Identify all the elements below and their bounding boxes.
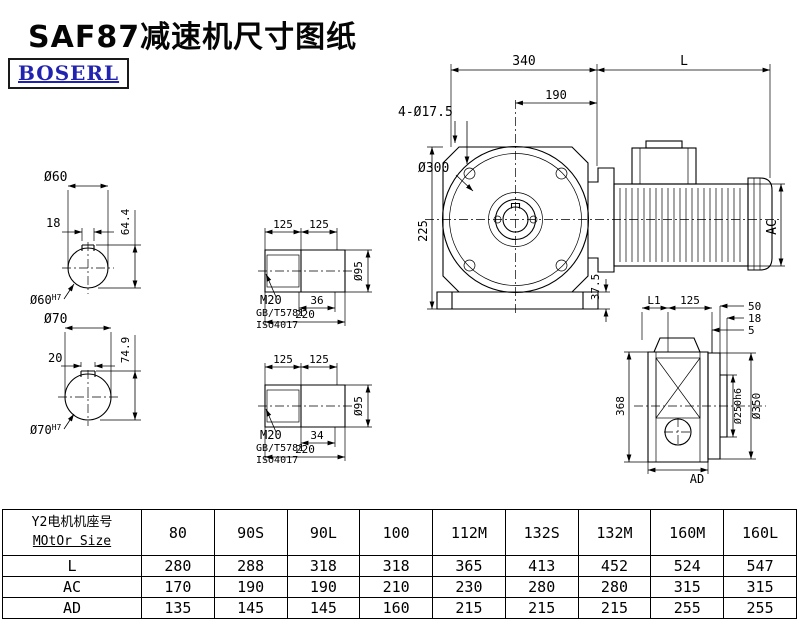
size-column-header: 160L [723,509,797,556]
dim-label-L1: L1 [647,294,660,307]
table-cell: 315 [723,576,797,598]
dim-label-220a: 220 [295,308,315,321]
bore-label-60h7: Ø60H7 [30,293,62,307]
dim-label-bolt-holes: 4-Ø17.5 [398,105,453,120]
side-view: L1 125 50 18 5 368 Ø250h6 Ø350 AD [614,294,766,486]
dim-label-50: 50 [748,300,761,313]
table-cell: 255 [723,597,797,619]
row-label: L [2,555,142,577]
table-cell: 288 [213,555,288,577]
std-label-iso-b: ISO4017 [256,455,298,466]
table-cell: 280 [504,576,579,598]
technical-drawing: Ø60 18 64.4 Ø60H7 Ø70 [30,54,785,486]
dimension-table: Y2电机机座号 MOtOr Size 80 90S 90L 100 112M 1… [2,509,797,619]
shaft-end-view-70: Ø70 20 74.9 Ø70H7 [30,312,141,437]
dim-label-125d: 125 [309,353,329,366]
dim-label-d95a: Ø95 [352,261,365,281]
dim-label-d70: Ø70 [44,312,67,327]
dim-label-d250h6: Ø250h6 [732,388,744,424]
dim-label-64-4: 64.4 [119,208,132,235]
dim-label-125b: 125 [309,218,329,231]
table-cell: 190 [213,576,288,598]
front-view: 340 L 190 4-Ø17.5 Ø300 225 37.5 AC [398,54,785,322]
table-cell: 318 [286,555,361,577]
row-label: AC [2,576,142,598]
page-title: SAF87减速机尺寸图纸 [28,20,358,55]
dim-label-5: 5 [748,324,755,337]
table-cell: 280 [141,555,215,577]
dim-label-220b: 220 [295,443,315,456]
size-column-header: 80 [141,509,215,556]
thread-label-m20b: M20 [260,428,282,442]
table-cell: 318 [359,555,434,577]
size-column-header: 90S [213,509,288,556]
table-row-AD: AD 135 145 145 160 215 215 215 255 255 [2,597,797,619]
dim-label-20: 20 [48,351,62,365]
std-label-gb-a: GB/T5781 [256,308,304,319]
shaft-detail-bottom: 125 125 34 220 Ø95 M20 GB/T5781 ISO4017 [256,353,372,466]
dim-label-18b: 18 [748,312,761,325]
table-cell: 190 [286,576,361,598]
table-cell: 547 [723,555,797,577]
size-column-header: 132S [504,509,579,556]
dim-label-AC: AC [765,219,780,235]
motor-size-header-en: MOtOr Size [32,533,112,549]
table-cell: 145 [286,597,361,619]
size-column-header: 90L [286,509,361,556]
table-row-L: L 280 288 318 318 365 413 452 524 547 [2,555,797,577]
table-cell: 280 [577,576,652,598]
dim-label-125a: 125 [273,218,293,231]
brand-logo: BOSERL [8,58,130,89]
size-column-header: 112M [432,509,506,556]
dim-label-190: 190 [545,88,567,102]
dim-label-d95b: Ø95 [352,396,365,416]
table-cell: 160 [359,597,434,619]
dim-label-74-9: 74.9 [119,337,132,364]
table-cell: 210 [359,576,434,598]
table-cell: 230 [432,576,506,598]
table-cell: 365 [432,555,506,577]
table-cell: 413 [504,555,579,577]
table-header-row: Y2电机机座号 MOtOr Size 80 90S 90L 100 112M 1… [2,509,797,556]
dim-label-d300: Ø300 [418,161,449,176]
dim-label-225: 225 [416,220,430,242]
dim-label-125c: 125 [273,353,293,366]
dim-label-AD: AD [690,472,704,486]
table-cell: 145 [213,597,288,619]
table-cell: 315 [650,576,725,598]
table-cell: 215 [432,597,506,619]
size-column-header: 132M [577,509,652,556]
table-row-AC: AC 170 190 190 210 230 280 280 315 315 [2,576,797,598]
dim-label-d60: Ø60 [44,170,67,185]
dim-label-d350: Ø350 [750,393,763,420]
std-label-iso-a: ISO4017 [256,320,298,331]
table-cell: 215 [577,597,652,619]
thread-label-m20a: M20 [260,293,282,307]
brand-text: BOSERL [18,61,120,85]
motor-size-header-cn: Y2电机机座号 [31,514,113,530]
shaft-detail-top: 125 125 36 220 Ø95 M20 GB/T5781 ISO4017 [256,218,372,331]
dim-label-L: L [680,54,688,69]
dim-label-125e: 125 [680,294,700,307]
bore-label-70h7: Ø70H7 [30,423,62,437]
table-cell: 135 [141,597,215,619]
row-label: AD [2,597,142,619]
table-cell: 255 [650,597,725,619]
size-column-header: 100 [359,509,434,556]
dim-label-34: 34 [310,429,324,442]
dim-label-18: 18 [46,216,60,230]
shaft-end-view-60: Ø60 18 64.4 Ø60H7 [30,170,141,307]
motor-size-header: Y2电机机座号 MOtOr Size [2,509,142,556]
size-column-header: 160M [650,509,725,556]
table-cell: 524 [650,555,725,577]
dim-label-37-5: 37.5 [589,274,602,301]
table-cell: 215 [504,597,579,619]
std-label-gb-b: GB/T5781 [256,443,304,454]
table-cell: 170 [141,576,215,598]
table-cell: 452 [577,555,652,577]
dim-label-340: 340 [512,54,535,69]
dim-label-36: 36 [310,294,323,307]
dim-label-368: 368 [614,396,627,416]
